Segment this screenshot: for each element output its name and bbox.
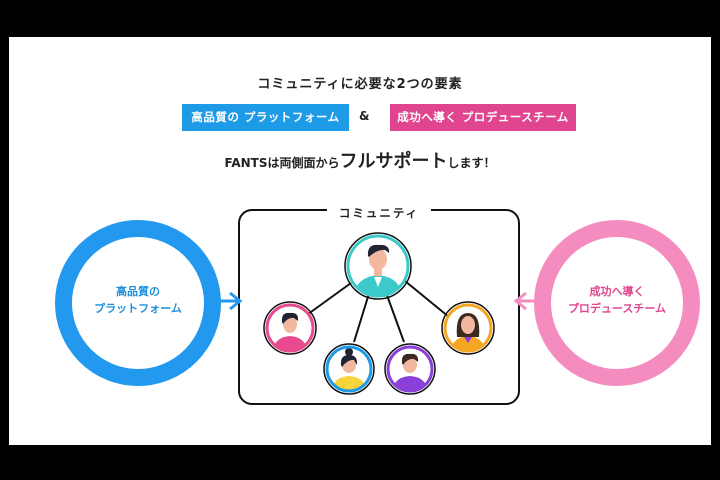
tagline: FANTSは両側面からフルサポートします！ — [9, 147, 711, 173]
ampersand: & — [359, 109, 370, 123]
headline: コミュニティに必要な2つの要素 — [257, 77, 463, 92]
member-avatar-orange-icon — [441, 301, 495, 355]
produce-team-ring-text: 成功へ導く プロデュースチーム — [551, 283, 683, 317]
slide: コミュニティに必要な2つの要素 高品質の プラットフォーム & 成功へ導く プロ… — [9, 37, 711, 445]
tagline-post: します！ — [447, 156, 496, 170]
community-label: コミュニティ — [240, 202, 518, 221]
connector-line — [383, 286, 405, 343]
left-arrow-icon — [215, 291, 243, 311]
platform-badge: 高品質の プラットフォーム — [182, 104, 349, 131]
produce-team-ring-line1: 成功へ導く — [589, 285, 645, 298]
produce-team-badge: 成功へ導く プロデュースチーム — [390, 104, 576, 131]
member-avatar-purple-icon — [384, 343, 436, 395]
member-avatar-pink-icon — [263, 301, 317, 355]
community-box: コミュニティ — [238, 206, 520, 405]
right-arrow-icon — [513, 291, 542, 311]
connector-lines — [303, 280, 450, 343]
platform-ring-line2: プラットフォーム — [94, 302, 182, 315]
connector-line — [303, 282, 352, 318]
diagram-graphics — [215, 232, 542, 395]
produce-team-ring-line2: プロデュースチーム — [567, 302, 667, 315]
tagline-pre: FANTSは両側面から — [224, 156, 340, 170]
member-avatar-yellow-icon — [323, 343, 375, 395]
platform-ring-text: 高品質の プラットフォーム — [72, 283, 204, 317]
connector-line — [353, 286, 372, 343]
tagline-emphasis: フルサポート — [339, 151, 448, 172]
platform-ring-line1: 高品質の — [116, 285, 160, 298]
community-label-text: コミュニティ — [326, 206, 432, 220]
leader-avatar-icon — [344, 232, 412, 300]
connector-line — [404, 280, 450, 318]
